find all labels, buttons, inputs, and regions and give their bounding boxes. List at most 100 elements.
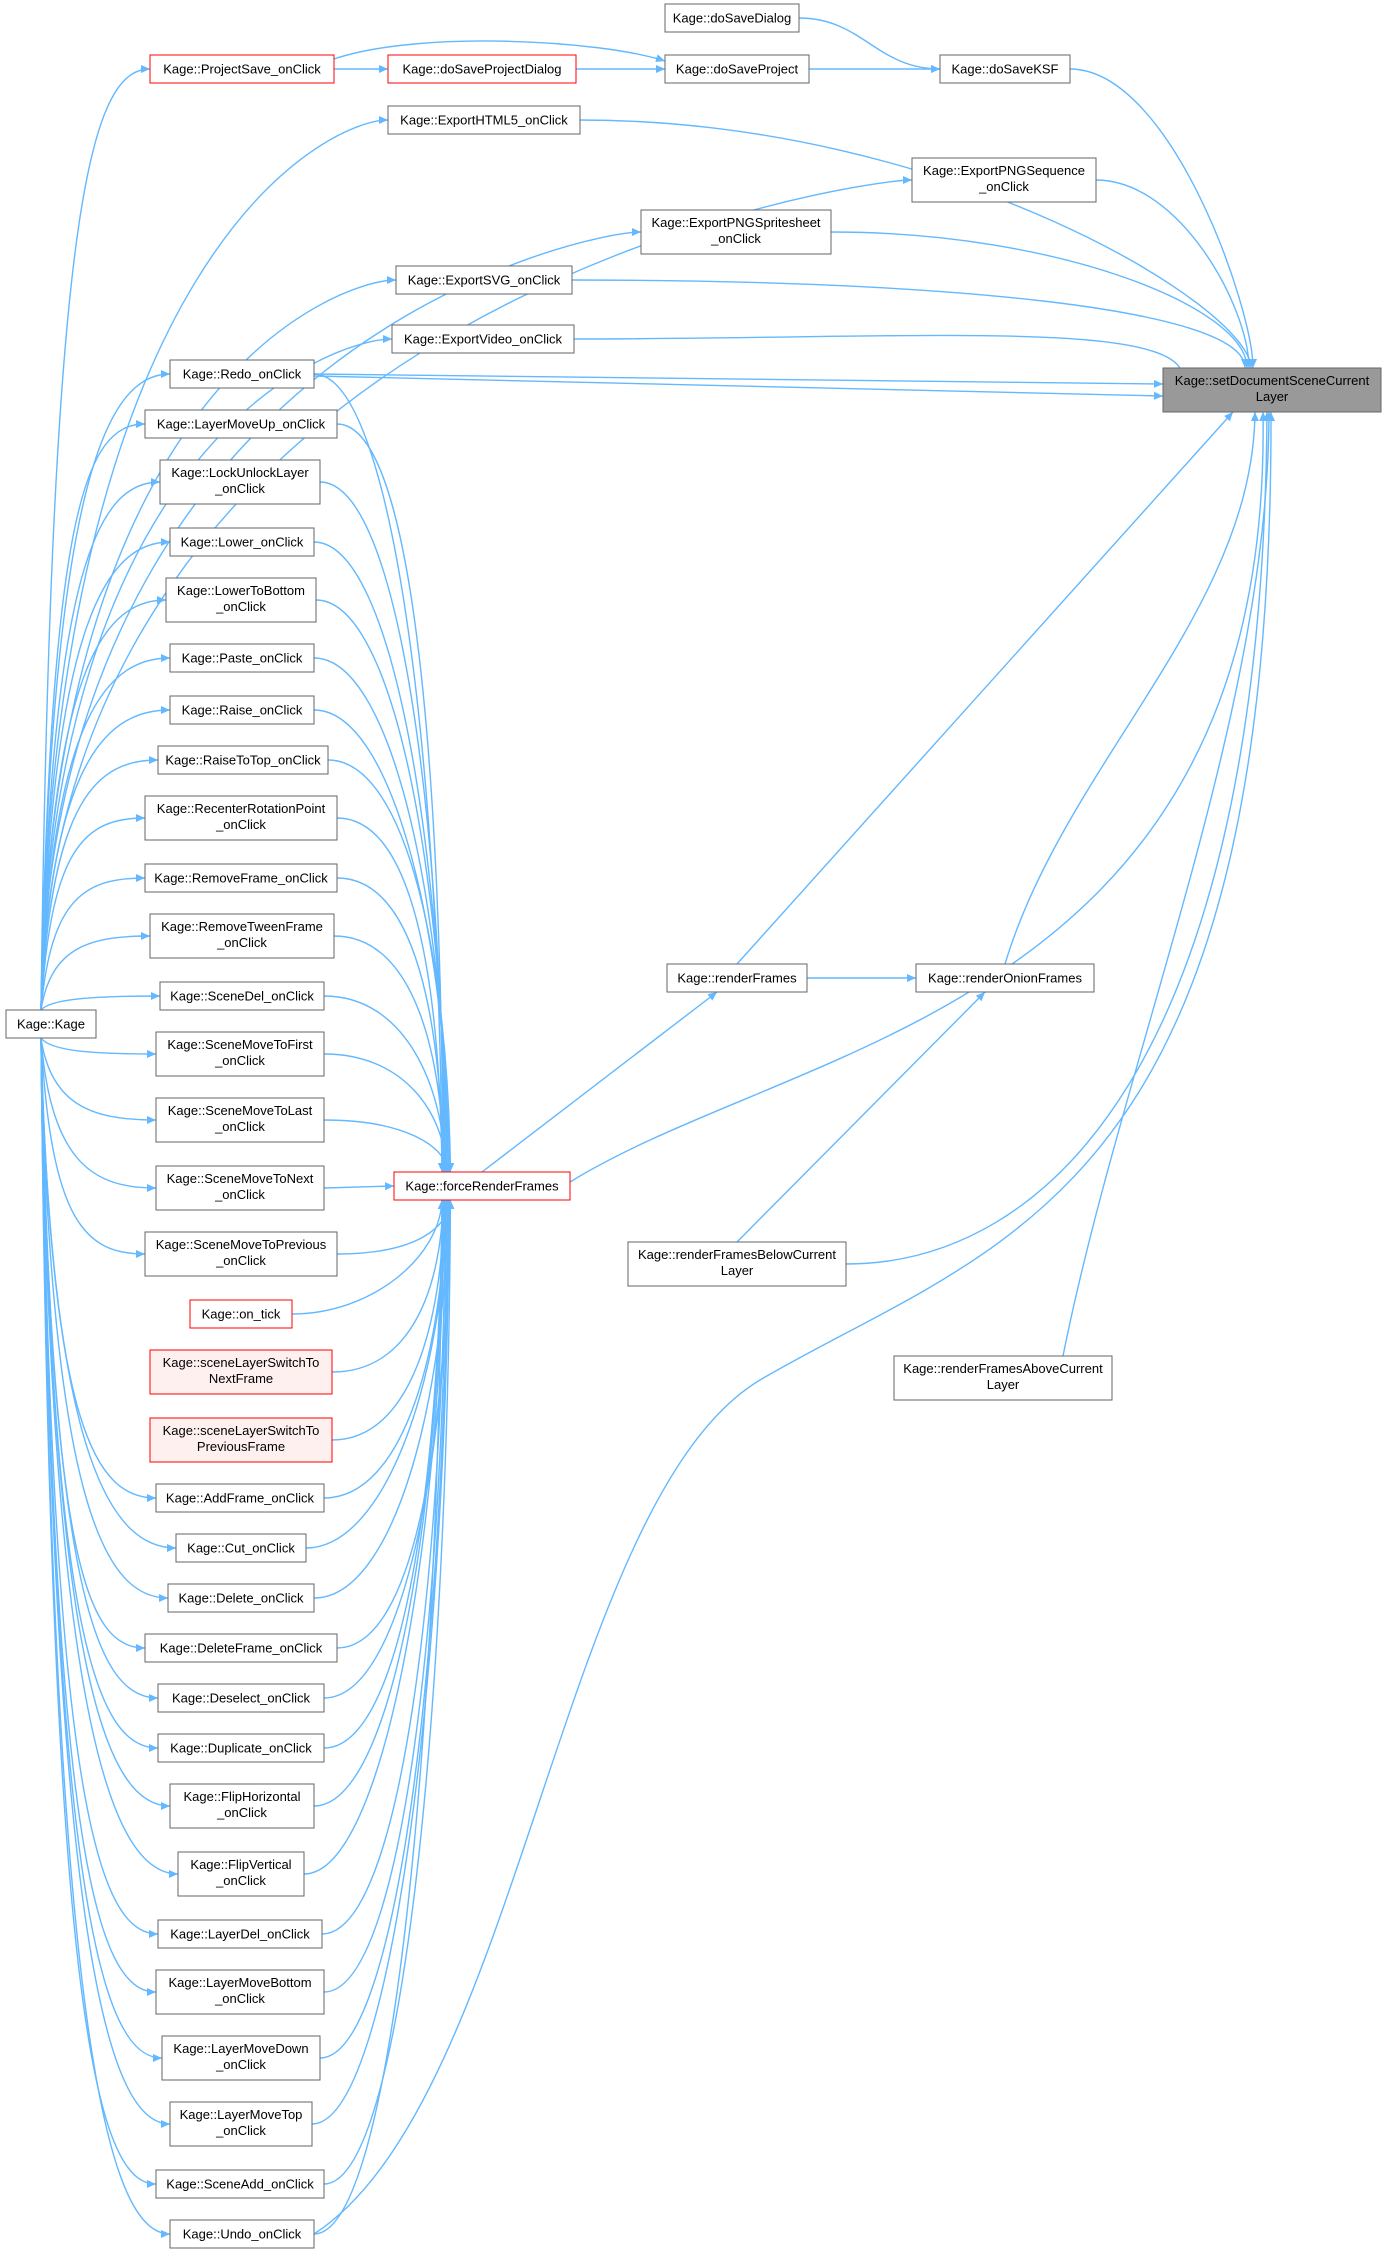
node-label: Kage::LowerToBottom [177,583,305,598]
node-lock-unlock[interactable]: Kage::LockUnlockLayer_onClick [159,459,321,505]
node-scene-last[interactable]: Kage::SceneMoveToLast_onClick [155,1097,325,1143]
node-label: Kage::Undo_onClick [183,2227,302,2242]
node-label: Kage::setDocumentSceneCurrent [1175,373,1370,388]
node-label: Kage::Redo_onClick [183,367,302,382]
node-lower[interactable]: Kage::Lower_onClick [169,527,315,557]
edge-flip-v-to-force-render [303,1199,449,1875]
node-do-save-project-dialog[interactable]: Kage::doSaveProjectDialog [387,54,577,84]
node-label: _onClick [216,1805,267,1820]
node-label: Kage::SceneMoveToFirst [167,1037,313,1052]
edge-render-onion-to-root [1004,411,1259,965]
node-do-save-ksf[interactable]: Kage::doSaveKSF [939,54,1071,84]
node-label: _onClick [215,2123,266,2138]
node-box [155,1483,325,1513]
node-label: Kage::Kage [17,1017,85,1032]
node-scene-first[interactable]: Kage::SceneMoveToFirst_onClick [155,1031,325,1077]
node-export-pngsprite[interactable]: Kage::ExportPNGSpritesheet_onClick [640,209,832,255]
node-label: _onClick [214,481,265,496]
node-on-tick[interactable]: Kage::on_tick [189,1299,293,1329]
edge-kage-to-raise [40,706,171,1011]
node-kage[interactable]: Kage::Kage [5,1009,97,1039]
node-render-frames[interactable]: Kage::renderFrames [666,963,808,993]
node-label: _onClick [710,231,761,246]
node-label: Kage::RaiseToTop_onClick [165,753,321,768]
node-label: Layer [721,1263,754,1278]
node-box [144,409,338,439]
node-scene-del[interactable]: Kage::SceneDel_onClick [159,981,325,1011]
edge-export-pngsprite-to-root [830,231,1251,369]
node-lower-bottom[interactable]: Kage::LowerToBottom_onClick [165,577,317,623]
node-label: Kage::LockUnlockLayer [171,465,309,480]
edge-kage-to-delete [40,1037,169,1602]
node-do-save-dialog[interactable]: Kage::doSaveDialog [664,3,800,33]
node-render-onion[interactable]: Kage::renderOnionFrames [915,963,1095,993]
node-box [169,643,315,673]
edge-kage-to-scene-next [40,1037,157,1192]
node-raise-top[interactable]: Kage::RaiseToTop_onClick [157,745,329,775]
node-box [155,1165,325,1211]
node-project-save[interactable]: Kage::ProjectSave_onClick [149,54,335,84]
edge-scene-del-to-force-render [323,995,450,1173]
node-add-frame[interactable]: Kage::AddFrame_onClick [155,1483,325,1513]
node-remove-frame[interactable]: Kage::RemoveFrame_onClick [144,863,338,893]
node-remove-tween[interactable]: Kage::RemoveTweenFrame_onClick [149,913,335,959]
node-box [169,695,315,725]
edge-kage-to-remove-tween [40,932,151,1011]
node-label: Kage::sceneLayerSwitchTo [163,1355,320,1370]
node-redo[interactable]: Kage::Redo_onClick [169,359,315,389]
node-label: Kage::renderFramesBelowCurrent [638,1247,836,1262]
edge-on-tick-to-force-render [291,1199,446,1315]
edge-kage-to-export-video [40,335,393,1011]
node-box [167,1583,315,1613]
node-export-svg[interactable]: Kage::ExportSVG_onClick [395,265,573,295]
node-export-html5[interactable]: Kage::ExportHTML5_onClick [387,105,581,135]
node-layer-bottom[interactable]: Kage::LayerMoveBottom_onClick [155,1969,325,2015]
node-layer-top[interactable]: Kage::LayerMoveTop_onClick [169,2101,313,2147]
node-export-video[interactable]: Kage::ExportVideo_onClick [391,324,575,354]
node-layer-down[interactable]: Kage::LayerMoveDown_onClick [161,2035,321,2081]
node-export-pngseq[interactable]: Kage::ExportPNGSequence_onClick [911,157,1097,203]
node-box [387,54,577,84]
node-paste[interactable]: Kage::Paste_onClick [169,643,315,673]
edge-undo-to-force-render [313,1199,446,2235]
edge-kage-to-scene-prev [40,1037,146,1258]
node-flip-v[interactable]: Kage::FlipVertical_onClick [177,1851,305,1897]
node-box [144,795,338,841]
node-delete-frame[interactable]: Kage::DeleteFrame_onClick [144,1633,338,1663]
node-scene-next[interactable]: Kage::SceneMoveToNext_onClick [155,1165,325,1211]
node-delete[interactable]: Kage::Delete_onClick [167,1583,315,1613]
node-force-render[interactable]: Kage::forceRenderFrames [393,1171,571,1201]
node-deselect[interactable]: Kage::Deselect_onClick [157,1683,325,1713]
node-label: _onClick [215,1253,266,1268]
node-box [189,1299,293,1329]
node-undo[interactable]: Kage::Undo_onClick [169,2219,315,2249]
edge-force-render-to-root [569,411,1268,1183]
node-label: Kage::ExportPNGSpritesheet [651,215,820,230]
node-duplicate[interactable]: Kage::Duplicate_onClick [157,1733,325,1763]
node-flip-h[interactable]: Kage::FlipHorizontal_onClick [169,1783,315,1829]
node-scene-add[interactable]: Kage::SceneAdd_onClick [155,2169,325,2199]
node-recenter[interactable]: Kage::RecenterRotationPoint_onClick [144,795,338,841]
edge-export-svg-to-root [571,279,1249,369]
node-layer-move-up[interactable]: Kage::LayerMoveUp_onClick [144,409,338,439]
node-label: Kage::doSaveProjectDialog [403,62,562,77]
node-label: _onClick [214,1187,265,1202]
edge-kage-to-layer-top [40,1037,171,2128]
edge-scene-last-to-force-render [323,1119,452,1173]
node-do-save-project[interactable]: Kage::doSaveProject [664,54,810,84]
node-layer-del[interactable]: Kage::LayerDel_onClick [157,1919,323,1949]
node-label: Kage::Cut_onClick [187,1541,295,1556]
node-box [175,1533,307,1563]
edge-render-below-to-render-onion [736,991,986,1243]
node-label: _onClick [215,2057,266,2072]
node-box [911,157,1097,203]
node-raise[interactable]: Kage::Raise_onClick [169,695,315,725]
node-box [169,359,315,389]
node-cut[interactable]: Kage::Cut_onClick [175,1533,307,1563]
node-scene-prev[interactable]: Kage::SceneMoveToPrevious_onClick [144,1231,338,1277]
